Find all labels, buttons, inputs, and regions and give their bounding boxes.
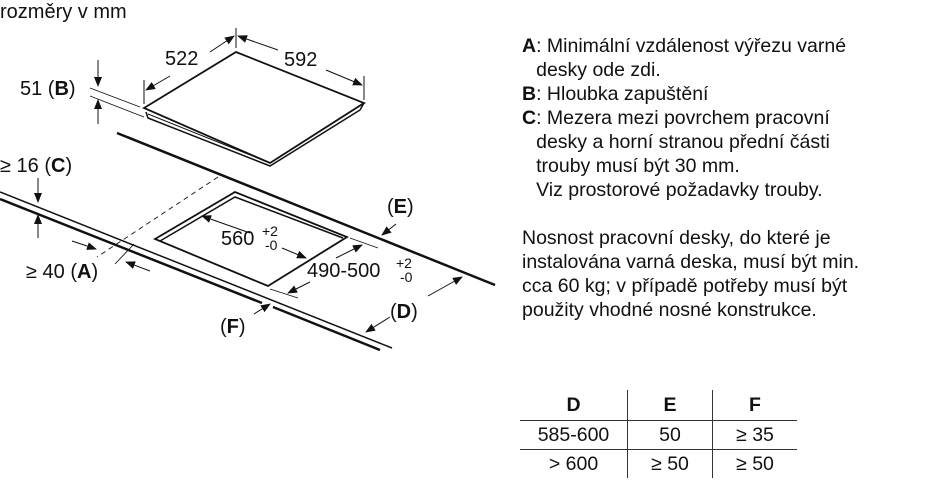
hob-outline [142, 50, 366, 167]
table-header: D E F [520, 390, 797, 421]
cutout-depth-tol-plus: +2 [396, 255, 412, 271]
note-text: : Minimální vzdálenost výřezu varné desk… [536, 35, 847, 81]
installation-diagram: rozměry v mm 522 592 51 (B) ≥ 16 (C) ≥ 4… [0, 1, 496, 352]
table-row: > 600 ≥ 50 ≥ 50 [520, 449, 797, 478]
note-text: : Hloubka zapuštění [536, 83, 709, 105]
table-row: 585-600 50 ≥ 35 [520, 420, 797, 450]
table-cell: > 600 [520, 449, 628, 478]
hob-width-label: 592 [284, 49, 317, 71]
dim-e-label: (E) [387, 196, 414, 218]
table-cell: 50 [627, 420, 713, 450]
note-key: C [522, 107, 537, 129]
notes: A: Minimální vzdálenost výřezu varné des… [522, 34, 936, 322]
note-key: A [522, 35, 537, 57]
note-key: B [522, 83, 537, 105]
table-cell: 585-600 [520, 420, 628, 450]
cutout-width-label: 560 [221, 228, 254, 250]
note-a: A: Minimální vzdálenost výřezu varné des… [522, 34, 936, 82]
table-cell: ≥ 50 [627, 449, 713, 478]
table-cell: ≥ 35 [712, 420, 797, 450]
note-b: B: Hloubka zapuštění [522, 82, 936, 106]
header-cell: F [712, 390, 797, 421]
header-cell: D [566, 393, 581, 416]
cutout-depth-tol-minus: -0 [400, 269, 413, 285]
dim-f-label: (F) [220, 316, 246, 338]
dim-c-label: ≥ 16 (C) [0, 155, 72, 177]
dim-a-label: ≥ 40 (A) [26, 261, 98, 283]
header-cell: E [627, 390, 713, 421]
dim-d-label: (D) [390, 301, 418, 323]
dim-b-label: 51 (B) [20, 78, 76, 100]
load-note: Nosnost pracovní desky, do které je inst… [522, 227, 860, 321]
worktop-back-edge [116, 131, 496, 287]
note-text: : Mezera mezi povrchem pracovní desky a … [536, 107, 830, 201]
cutout-depth-label: 490-500 [307, 260, 380, 282]
cutout-width-tol-minus: -0 [265, 237, 278, 253]
hob-depth-label: 522 [165, 48, 198, 70]
note-c: C: Mezera mezi povrchem pracovní desky a… [522, 106, 936, 202]
table-cell: ≥ 50 [712, 449, 797, 478]
units-label: rozměry v mm [0, 1, 127, 23]
cutout-width-tol-plus: +2 [262, 223, 278, 239]
clearance-table: D E F 585-600 50 ≥ 35 > 600 ≥ 50 ≥ 50 [520, 390, 797, 478]
worktop-front-edge [0, 191, 393, 349]
